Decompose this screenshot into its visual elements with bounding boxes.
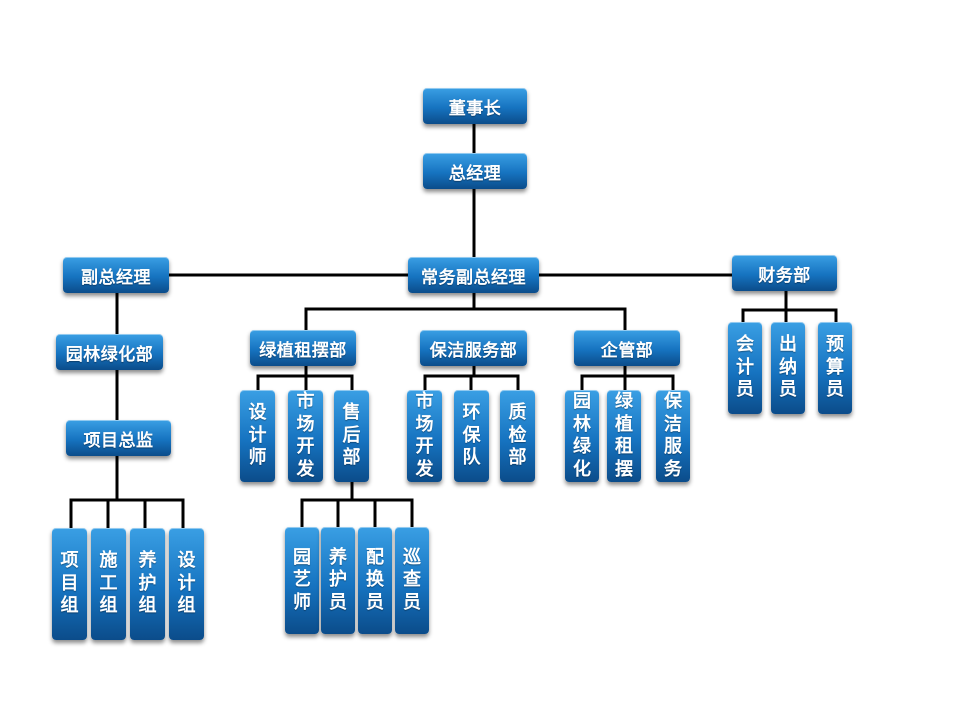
- node-landscaping-dept: 园林绿化部: [56, 334, 163, 370]
- node-chairman: 董事长: [423, 88, 527, 124]
- node-replacement-staff: 配换员: [358, 527, 392, 634]
- node-construction-team: 施工组: [91, 528, 126, 640]
- node-budget-clerk: 预算员: [818, 322, 852, 414]
- node-maintenance-team: 养护组: [130, 528, 165, 640]
- node-general-manager: 总经理: [423, 153, 527, 189]
- node-design-team: 设计组: [169, 528, 204, 640]
- node-cashier: 出纳员: [771, 322, 805, 414]
- node-em-landscaping: 园林绿化: [565, 390, 599, 482]
- node-executive-vp: 常务副总经理: [408, 257, 539, 293]
- node-market-dev-2: 市场开发: [407, 390, 442, 482]
- node-enterprise-mgmt-dept: 企管部: [574, 330, 680, 366]
- node-after-sales-dept: 售后部: [334, 390, 369, 482]
- node-em-cleaning: 保洁服务: [656, 390, 690, 482]
- node-inspector: 巡查员: [395, 527, 429, 634]
- node-plant-rental-dept: 绿植租摆部: [250, 330, 356, 366]
- node-quality-dept: 质检部: [500, 390, 535, 482]
- node-em-plant-rental: 绿植租摆: [607, 390, 641, 482]
- node-project-director: 项目总监: [66, 420, 171, 456]
- node-vice-gm: 副总经理: [63, 257, 169, 293]
- node-designer: 设计师: [240, 390, 275, 482]
- node-horticulturist: 园艺师: [285, 527, 319, 634]
- node-cleaning-dept: 保洁服务部: [420, 330, 527, 366]
- node-project-team: 项目组: [52, 528, 87, 640]
- node-maintainer: 养护员: [321, 527, 355, 634]
- node-eco-team: 环保队: [454, 390, 489, 482]
- node-finance-dept: 财务部: [732, 255, 837, 291]
- node-market-dev-1: 市场开发: [288, 390, 323, 482]
- node-accountant: 会计员: [728, 322, 762, 414]
